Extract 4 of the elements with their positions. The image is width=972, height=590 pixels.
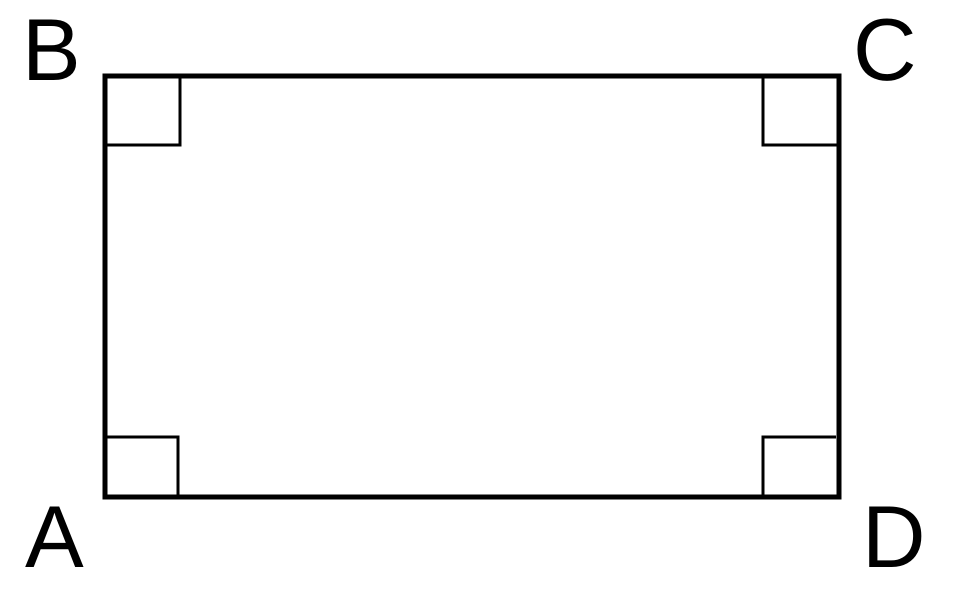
vertex-label: B <box>22 6 81 94</box>
vertex-label: C <box>853 6 917 94</box>
vertex-label: A <box>25 493 84 581</box>
vertex-label: D <box>862 493 926 581</box>
